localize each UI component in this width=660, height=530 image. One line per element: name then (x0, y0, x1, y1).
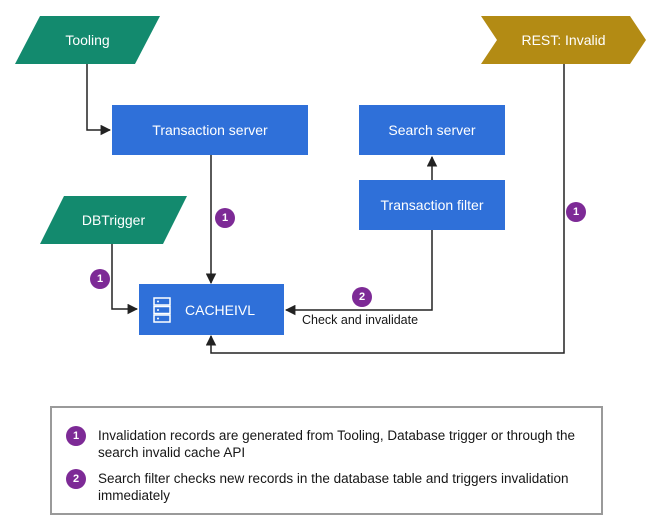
dbtrigger-label: DBTrigger (81, 212, 146, 228)
tooling-shape (15, 16, 160, 64)
dbtrigger-shape (40, 196, 187, 244)
legend-item: 1 Invalidation records are generated fro… (66, 426, 591, 462)
legend-text: Invalidation records are generated from … (98, 428, 576, 460)
edge-tooling-to-transaction-server (86, 64, 112, 136)
badge-filter (352, 287, 372, 307)
search-server-box: Search server (359, 105, 505, 155)
badge-transaction-server-number: 1 (221, 212, 229, 224)
edge-filter-to-cache (284, 230, 433, 316)
badge-dbtrigger (90, 269, 110, 289)
transaction-server-label: Transaction server (152, 122, 268, 138)
transaction-filter-box: Transaction filter (359, 180, 505, 230)
check-and-invalidate-label: Check and invalidate (302, 313, 419, 327)
edge-dbtrigger-to-cache (111, 244, 139, 315)
tooling-label: Tooling (65, 32, 110, 48)
server-stack-icon (153, 296, 171, 323)
transaction-filter-label: Transaction filter (380, 197, 484, 213)
legend-text: Search filter checks new records in the … (98, 471, 569, 503)
legend-badge: 2 (66, 469, 86, 489)
rest-invalid-shape (481, 16, 646, 64)
legend-badge: 1 (66, 426, 86, 446)
badge-rest (566, 202, 586, 222)
cacheivl-label: CACHEIVL (185, 301, 256, 318)
badge-filter-number: 2 (358, 291, 366, 303)
badge-dbtrigger-number: 1 (96, 273, 104, 285)
legend-box: 1 Invalidation records are generated fro… (50, 406, 603, 515)
rest-invalid-label: REST: Invalid (521, 32, 606, 48)
badge-transaction-server (215, 208, 235, 228)
badge-rest-number: 1 (572, 206, 580, 218)
transaction-server-box: Transaction server (112, 105, 308, 155)
search-server-label: Search server (388, 122, 476, 138)
cacheivl-box: CACHEIVL (139, 284, 284, 335)
edge-rest-to-cache (205, 64, 565, 354)
legend-item: 2 Search filter checks new records in th… (66, 469, 591, 505)
